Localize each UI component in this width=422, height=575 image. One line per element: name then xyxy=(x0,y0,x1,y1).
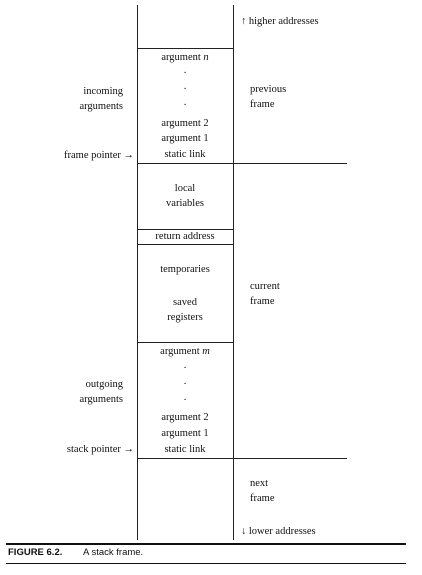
incoming-block-top-line xyxy=(137,48,234,49)
caption-top-rule xyxy=(6,543,406,545)
current-frame-label: current frame xyxy=(250,281,280,307)
incoming-ellipsis-dot-1: . xyxy=(183,65,187,76)
incoming-ellipsis-dot-2: . xyxy=(183,81,187,92)
stack-left-border xyxy=(137,5,138,540)
argument-n-cell: argument n xyxy=(137,51,233,65)
argument-n-text: argument n xyxy=(161,52,209,63)
current-frame-boundary-line xyxy=(137,458,347,459)
outgoing-argument-2: argument 2 xyxy=(161,412,209,423)
outgoing-ellipsis-dot-2: . xyxy=(183,376,187,387)
incoming-ellipsis-dot-3: . xyxy=(183,97,187,108)
stack-pointer-label: stack pointer → xyxy=(66,444,134,455)
higher-addresses-label: ↑ higher addresses xyxy=(241,16,319,27)
outgoing-block-top-line xyxy=(137,342,234,343)
next-frame-label: next frame xyxy=(250,478,275,504)
temporaries-cell: temporaries xyxy=(160,264,210,275)
stack-right-border xyxy=(233,5,234,540)
outgoing-ellipsis-dot-3: . xyxy=(183,392,187,403)
return-address-bottom-line xyxy=(137,244,234,245)
frame-pointer-label: frame pointer → xyxy=(64,150,134,161)
figure-caption: A stack frame. xyxy=(83,547,144,558)
saved-registers-cell: saved registers xyxy=(167,297,203,323)
outgoing-arguments-label: outgoing arguments xyxy=(79,379,123,405)
lower-addresses-label: ↓ lower addresses xyxy=(241,526,316,537)
incoming-argument-2: argument 2 xyxy=(161,118,209,129)
argument-m-cell: argument m xyxy=(137,345,233,359)
argument-m-text: argument m xyxy=(160,346,210,357)
return-address-cell: return address xyxy=(155,231,215,242)
caption-bottom-rule xyxy=(6,563,406,564)
incoming-static-link: static link xyxy=(164,149,206,160)
incoming-arguments-label: incoming arguments xyxy=(79,86,123,112)
figure-number: FIGURE 6.2. xyxy=(8,547,63,558)
locals-block-bottom-line xyxy=(137,229,234,230)
previous-frame-boundary-line xyxy=(137,163,347,164)
outgoing-argument-1: argument 1 xyxy=(161,428,209,439)
outgoing-ellipsis-dot-1: . xyxy=(183,360,187,371)
outgoing-static-link: static link xyxy=(164,444,206,455)
local-variables-cell: local variables xyxy=(166,183,204,209)
previous-frame-label: previous frame xyxy=(250,84,287,110)
incoming-argument-1: argument 1 xyxy=(161,133,209,144)
